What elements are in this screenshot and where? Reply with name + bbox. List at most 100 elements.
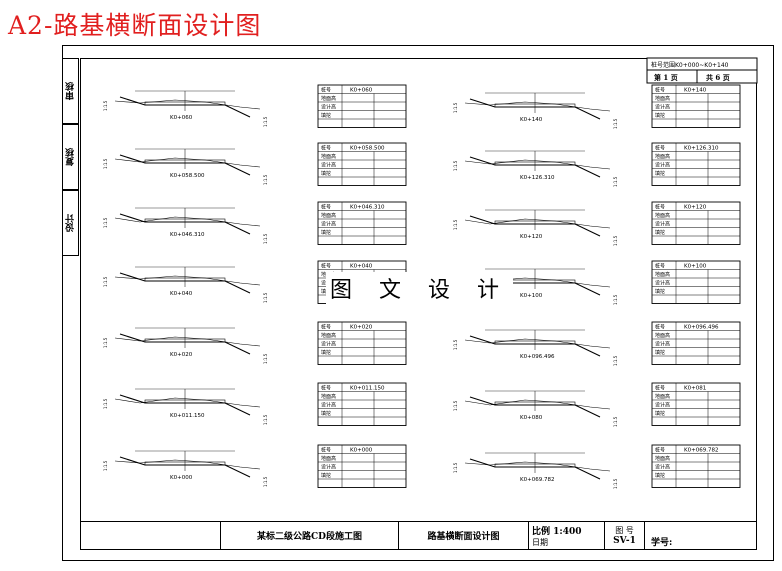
left-cross-section: 1:1.51:1.5K0+060 (103, 90, 268, 127)
table-row-label: 桩号 (655, 87, 665, 94)
table-row-label: 桩号 (655, 204, 665, 211)
table-row-label: 填挖 (655, 472, 665, 479)
table-station: K0+000 (350, 448, 373, 454)
station-label: K0+126.310 (520, 175, 555, 181)
table-row-label: 桩号 (321, 204, 331, 211)
station-label: K0+069.782 (520, 477, 554, 483)
table-row-label: 桩号 (655, 324, 665, 331)
table-row-label: 地面高 (655, 393, 670, 400)
table-row-label: 填挖 (321, 229, 331, 236)
drawing-name: 路基横断面设计图 (398, 521, 528, 550)
right-cross-section: 1:1.51:1.5K0+126.310 (453, 150, 618, 187)
svg-text:1:1.5: 1:1.5 (263, 116, 268, 127)
svg-text:1:1.5: 1:1.5 (103, 100, 108, 111)
svg-text:1:1.5: 1:1.5 (263, 292, 268, 303)
header-range: 桩号范围K0+000~K0+140 (651, 61, 729, 69)
table-row-label: 填挖 (655, 229, 665, 236)
station-label: K0+096.496 (520, 354, 555, 360)
figure-number-cell: 图 号 SV-1 (604, 521, 644, 550)
table-row-label: 地面高 (655, 332, 670, 339)
table-row-label: 填挖 (321, 472, 331, 479)
station-label: K0+140 (520, 117, 543, 123)
svg-text:1:1.5: 1:1.5 (263, 353, 268, 364)
header-total: 共 6 页 (706, 73, 730, 82)
svg-text:1:1.5: 1:1.5 (103, 337, 108, 348)
svg-text:1:1.5: 1:1.5 (453, 400, 458, 411)
svg-text:1:1.5: 1:1.5 (453, 102, 458, 113)
left-cross-section: 1:1.51:1.5K0+046.310 (103, 207, 268, 244)
left-cross-section: 1:1.51:1.5K0+000 (103, 450, 268, 487)
table-station: K0+046.310 (350, 205, 385, 211)
table-row-label: 地面高 (655, 153, 670, 160)
table-row-label: 填挖 (321, 112, 331, 119)
table-row-label: 地面高 (321, 212, 336, 219)
station-label: K0+011.150 (170, 413, 205, 419)
left-cross-section: 1:1.51:1.5K0+058.500 (103, 148, 268, 185)
station-label: K0+020 (170, 352, 193, 358)
svg-text:1:1.5: 1:1.5 (263, 233, 268, 244)
table-row-label: 桩号 (321, 263, 331, 270)
svg-text:1:1.5: 1:1.5 (103, 398, 108, 409)
table-row-label: 桩号 (655, 385, 665, 392)
table-row-label: 设计高 (655, 341, 670, 348)
right-cross-section: 1:1.51:1.5K0+069.782 (453, 452, 618, 489)
table-row-label: 设计高 (321, 162, 336, 169)
table-station: K0+100 (684, 264, 707, 270)
table-row-label: 填挖 (655, 288, 665, 295)
table-row-label: 填挖 (655, 112, 665, 119)
svg-text:1:1.5: 1:1.5 (613, 478, 618, 489)
table-row-label: 地面高 (655, 95, 670, 102)
table-row-label: 填挖 (321, 349, 331, 356)
svg-text:1:1.5: 1:1.5 (453, 462, 458, 473)
table-station: K0+096.496 (684, 325, 719, 331)
table-row-label: 设计高 (321, 221, 336, 228)
side-cell-review: 审核 (62, 58, 79, 124)
table-station: K0+020 (350, 325, 373, 331)
right-cross-section: 1:1.51:1.5K0+120 (453, 209, 618, 246)
table-row-label: 填挖 (655, 410, 665, 417)
header-box: 桩号范围K0+000~K0+140 第 1 页 共 6 页 (646, 57, 758, 84)
table-station: K0+011.150 (350, 386, 385, 392)
left-cross-section: 1:1.51:1.5K0+011.150 (103, 388, 268, 425)
watermark: 图 文 设 计 (326, 272, 513, 304)
table-row-label: 桩号 (321, 385, 331, 392)
right-cross-section: 1:1.51:1.5K0+096.496 (453, 329, 618, 366)
svg-text:1:1.5: 1:1.5 (453, 219, 458, 230)
table-row-label: 填挖 (321, 170, 331, 177)
figure-number: SV-1 (613, 536, 636, 546)
table-row-label: 设计高 (655, 464, 670, 471)
table-row-label: 桩号 (655, 145, 665, 152)
table-station: K0+081 (684, 386, 706, 392)
svg-text:1:1.5: 1:1.5 (613, 176, 618, 187)
svg-text:1:1.5: 1:1.5 (103, 460, 108, 471)
svg-text:1:1.5: 1:1.5 (103, 276, 108, 287)
table-row-label: 设计高 (321, 402, 336, 409)
table-row-label: 设计高 (655, 280, 670, 287)
project-name: 某标二级公路CD段施工图 (220, 521, 398, 550)
svg-text:1:1.5: 1:1.5 (103, 217, 108, 228)
drawing-title: A2-路基横断面设计图 (8, 11, 262, 40)
date-text: 日期 (532, 537, 548, 547)
table-station: K0+058.500 (350, 146, 385, 152)
table-station: K0+120 (684, 205, 707, 211)
table-row-label: 地面高 (655, 455, 670, 462)
right-cross-section: 1:1.51:1.5K0+080 (453, 390, 618, 427)
table-row-label: 桩号 (321, 87, 331, 94)
svg-text:1:1.5: 1:1.5 (263, 476, 268, 487)
svg-text:1:1.5: 1:1.5 (613, 294, 618, 305)
sheet-border (62, 45, 774, 561)
station-label: K0+060 (170, 115, 193, 121)
table-station: K0+126.310 (684, 146, 719, 152)
table-row-label: 设计高 (655, 221, 670, 228)
scale-text: 比例 1:400 (532, 526, 582, 537)
station-label: K0+100 (520, 293, 543, 299)
